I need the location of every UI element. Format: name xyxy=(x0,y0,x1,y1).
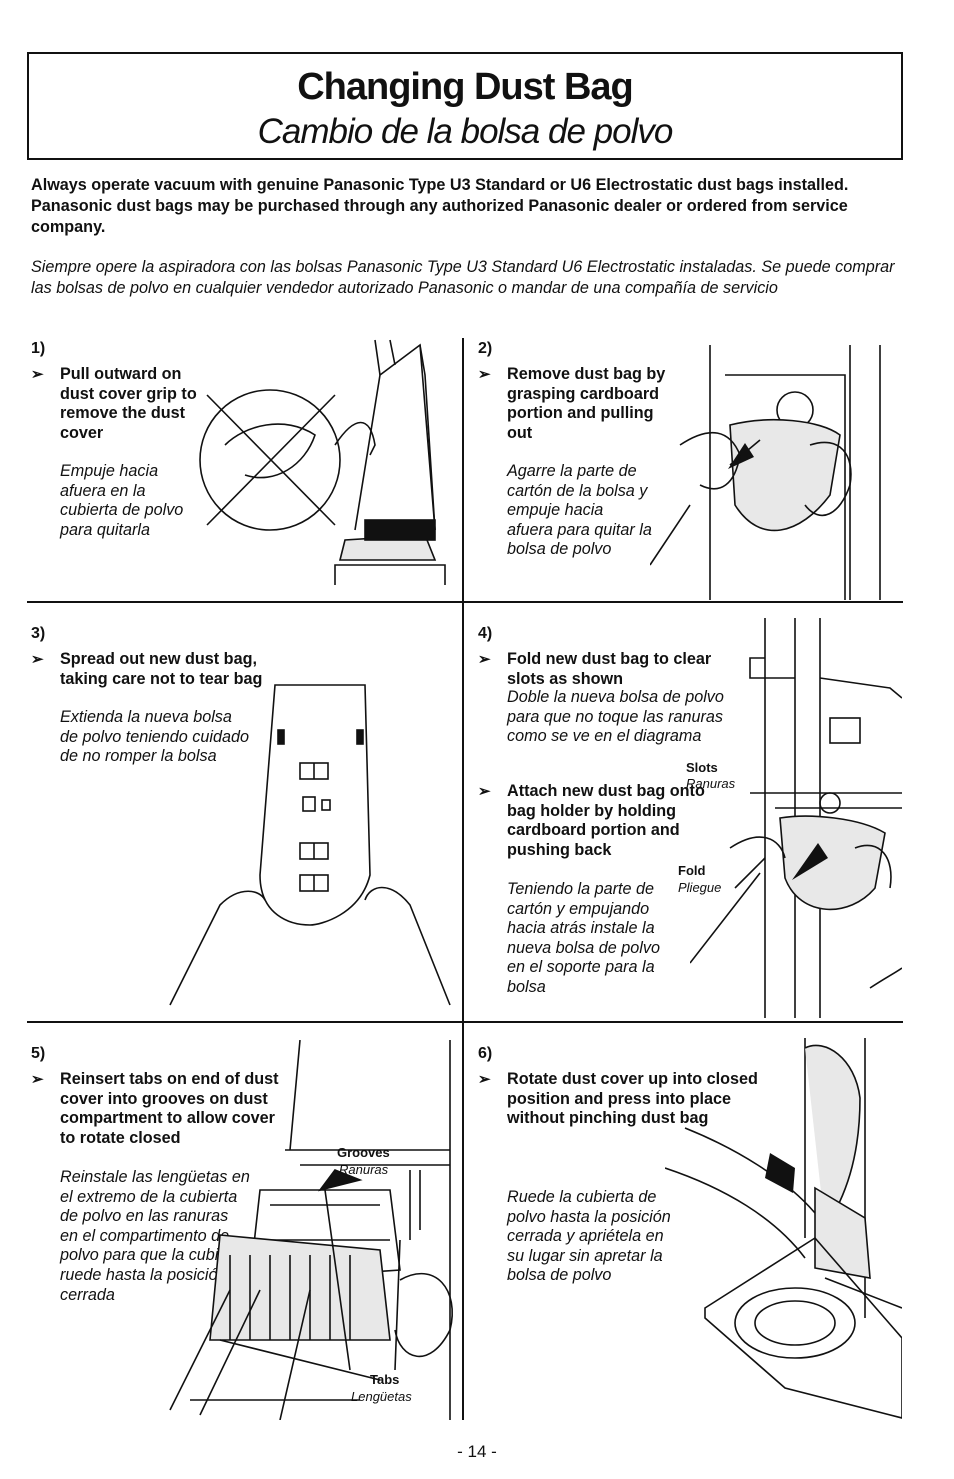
step-2-text: Remove dust bag by grasping cardboard po… xyxy=(507,365,666,442)
bullet-arrow-icon: ➢ xyxy=(31,651,44,668)
bullet-arrow-icon: ➢ xyxy=(31,1071,44,1088)
slots-label: Slots xyxy=(686,760,718,775)
step-2-illustration xyxy=(650,345,881,600)
step-6-text: Rotate dust cover up into closed positio… xyxy=(507,1070,758,1128)
step-6-illustration xyxy=(665,1038,902,1419)
intro-english: Always operate vacuum with genuine Panas… xyxy=(31,176,849,236)
tabs-label: Tabs xyxy=(370,1372,400,1387)
step-2-number: 2) xyxy=(478,340,493,357)
step-3-text-spanish: Extienda la nueva bolsa de polvo teniend… xyxy=(60,708,250,766)
step-4-text-2-spanish: Teniendo la parte de cartón y empujando … xyxy=(507,880,660,996)
step-5-text-spanish: Reinstale las lengüetas en el extremo de… xyxy=(60,1168,250,1304)
step-5-illustration xyxy=(169,1040,453,1420)
title-box: Changing Dust Bag Cambio de la bolsa de … xyxy=(27,52,903,160)
step-1-text: Pull outward on dust cover grip to remov… xyxy=(60,365,197,442)
step-3-illustration xyxy=(169,684,451,1006)
step-1-number: 1) xyxy=(31,340,46,357)
step-6-text-spanish: Ruede la cubierta de polvo hasta la posi… xyxy=(507,1188,671,1285)
step-1-text-spanish: Empuje hacia afuera en la cubierta de po… xyxy=(60,462,184,539)
row-divider-1 xyxy=(27,601,903,603)
fold-label-spanish: Pliegue xyxy=(678,880,722,895)
bullet-arrow-icon: ➢ xyxy=(478,1071,491,1088)
page-title-spanish: Cambio de la bolsa de polvo xyxy=(257,112,674,151)
intro-spanish: Siempre opere la aspiradora con las bols… xyxy=(31,258,895,297)
step-3-number: 3) xyxy=(31,625,46,642)
step-5-text: Reinsert tabs on end of dust cover into … xyxy=(60,1070,279,1147)
bullet-arrow-icon: ➢ xyxy=(478,366,491,383)
step-2-text-spanish: Agarre la parte de cartón de la bolsa y … xyxy=(507,462,652,559)
step-1-illustration xyxy=(199,339,446,585)
page-title: Changing Dust Bag xyxy=(297,66,634,108)
page-number: - 14 - xyxy=(457,1442,497,1461)
tabs-label-spanish: Lengüetas xyxy=(351,1389,412,1404)
column-divider xyxy=(462,338,464,1420)
step-4-text-spanish: Doble la nueva bolsa de polvo para que n… xyxy=(507,688,724,746)
bullet-arrow-icon: ➢ xyxy=(31,366,44,383)
bullet-arrow-icon: ➢ xyxy=(478,651,491,668)
fold-label: Fold xyxy=(678,863,706,878)
step-4-text-2: Attach new dust bag onto bag holder by h… xyxy=(507,782,705,859)
slots-label-spanish: Ranuras xyxy=(686,776,736,791)
step-4-illustration xyxy=(690,618,902,1018)
bullet-arrow-icon: ➢ xyxy=(478,783,491,800)
grooves-label: Grooves xyxy=(337,1145,390,1160)
step-4-text: Fold new dust bag to clear slots as show… xyxy=(507,650,712,688)
step-5-number: 5) xyxy=(31,1045,46,1062)
step-4-number: 4) xyxy=(478,625,493,642)
row-divider-2 xyxy=(27,1021,903,1023)
step-6-number: 6) xyxy=(478,1045,493,1062)
step-3-text: Spread out new dust bag, taking care not… xyxy=(60,650,263,688)
